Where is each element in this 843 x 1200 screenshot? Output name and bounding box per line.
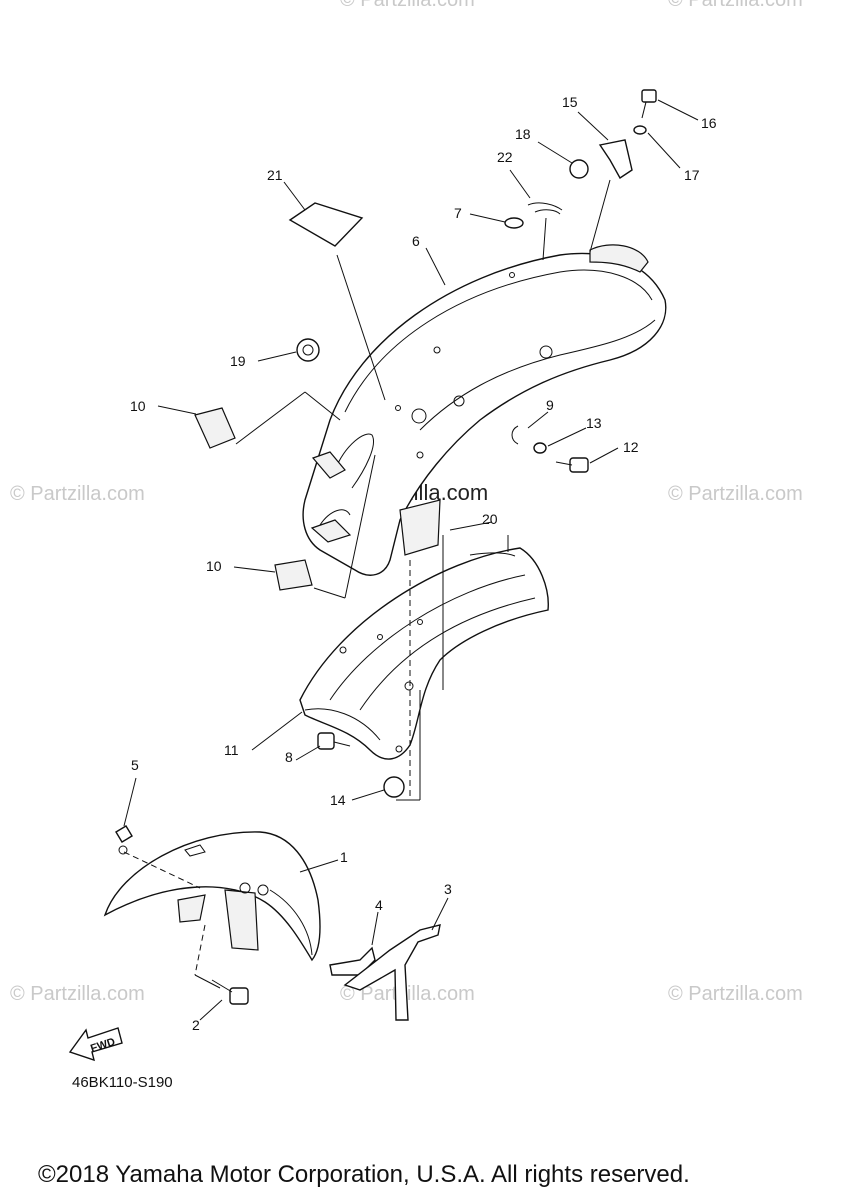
rear-fender-part: [302, 244, 667, 576]
diagram-code: 46BK110-S190: [72, 1074, 173, 1091]
callout-18: 18: [515, 126, 531, 142]
watermark-left: © Partzilla.com: [10, 483, 145, 505]
copyright-notice: ©2018 Yamaha Motor Corporation, U.S.A. A…: [38, 1161, 690, 1188]
callout-14: 14: [330, 792, 346, 808]
callout-22: 22: [497, 149, 513, 165]
callout-20: 20: [482, 511, 498, 527]
callout-13: 13: [586, 415, 602, 431]
rear-inner-fender-part: [299, 535, 549, 760]
callout-10b: 10: [206, 558, 222, 574]
watermark-top-right: © Partzilla.com: [668, 0, 803, 11]
callout-7: 7: [454, 205, 462, 221]
watermark-bottom-left: © Partzilla.com: [10, 983, 145, 1005]
callout-21: 21: [267, 167, 283, 183]
callout-11: 11: [224, 742, 239, 758]
watermark-bottom-right: © Partzilla.com: [668, 983, 803, 1005]
stay-parts: [329, 924, 441, 1021]
leader-lines: [123, 99, 699, 1021]
callout-8: 8: [285, 749, 293, 765]
callout-10a: 10: [130, 398, 146, 414]
callout-3: 3: [444, 881, 452, 897]
callout-16: 16: [701, 115, 717, 131]
small-parts: FWD: [68, 89, 657, 1062]
callout-15: 15: [562, 94, 578, 110]
callout-1: 1: [340, 849, 348, 865]
watermark-top-center: © Partzilla.com: [340, 0, 475, 11]
callout-2: 2: [192, 1017, 200, 1033]
callout-5: 5: [131, 757, 139, 773]
callouts: 1 2 3 4 5 6 7 8 9 10 10 11 12 13 14 15 1…: [130, 94, 717, 1033]
callout-4: 4: [375, 897, 383, 913]
callout-6: 6: [412, 233, 420, 249]
callout-19: 19: [230, 353, 246, 369]
front-fender-part: [103, 831, 321, 962]
callout-12: 12: [623, 439, 639, 455]
callout-9: 9: [546, 397, 554, 413]
watermark-bottom-center: © Partzilla.com: [340, 983, 475, 1005]
callout-17: 17: [684, 167, 700, 183]
watermark-right: © Partzilla.com: [668, 483, 803, 505]
